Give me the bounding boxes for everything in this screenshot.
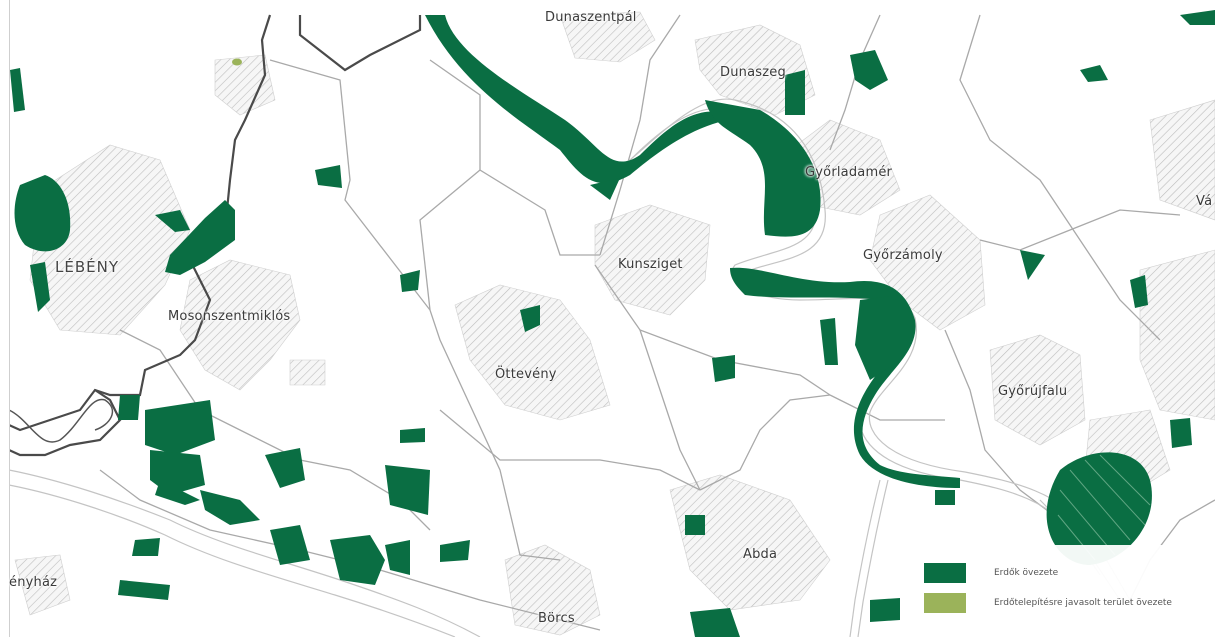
- place-label-lebeny: LÉBÉNY: [55, 258, 119, 276]
- place-label-ottevény: Öttevény: [495, 367, 557, 382]
- place-label-gyorladamer: Győrladamér: [805, 165, 893, 180]
- forest-patch: [935, 490, 955, 505]
- forest-patch: [155, 480, 200, 505]
- settlement-area-dunaszentpal: [559, 11, 656, 63]
- legend-swatch-afforestation: [924, 593, 966, 613]
- forest-patch: [132, 538, 160, 556]
- minor-river: [8, 398, 114, 443]
- forest-patch: [870, 598, 900, 622]
- forest-patch: [785, 70, 805, 115]
- place-label-mosonszentmiklos: Mosonszentmiklós: [168, 309, 291, 324]
- river-bank: [849, 479, 881, 637]
- place-label-abda: Abda: [743, 547, 778, 562]
- forest-patch: [30, 262, 50, 312]
- forest-patch: [590, 178, 620, 200]
- settlement-areas: [14, 11, 1215, 636]
- forest-patch: [685, 515, 705, 535]
- boundary-line: [419, 169, 481, 311]
- settlement-area-southwest: [14, 554, 71, 616]
- forest-patch: [118, 580, 170, 600]
- map-legend: Erdők övezete Erdőtelepítésre javasolt t…: [908, 545, 1212, 627]
- place-label-gyorujfalu: Győrújfalu: [998, 384, 1068, 399]
- forest-patch: [690, 608, 740, 637]
- forest-patch: [440, 540, 470, 562]
- forest-patch: [145, 400, 215, 455]
- settlement-area-northeast: [1149, 99, 1215, 221]
- forest-patch: [315, 165, 342, 188]
- place-label-dunaszentpal: Dunaszentpál: [545, 10, 637, 25]
- forest-hatch-line: [1057, 454, 1151, 561]
- boundary-line: [979, 209, 1181, 251]
- river-bank: [8, 484, 456, 637]
- settlement-area-east: [1139, 249, 1215, 421]
- forest-patch: [385, 540, 410, 575]
- place-label-borcs: Börcs: [538, 611, 575, 626]
- forest-patch: [1180, 10, 1215, 25]
- boundary-line: [944, 329, 1061, 521]
- forest-patch: [385, 465, 430, 515]
- forest-patch: [820, 318, 838, 365]
- forest-patch: [330, 535, 385, 585]
- county-border-line: [298, 15, 422, 72]
- forest-patch: [705, 100, 821, 237]
- settlement-area-small-1: [289, 359, 326, 386]
- minor-rivers: [8, 398, 114, 443]
- settlement-area-mosonszentmiklos: [179, 259, 301, 391]
- forest-patch: [265, 448, 305, 488]
- forest-patch: [1130, 275, 1148, 308]
- boundary-line: [829, 394, 945, 421]
- settlement-area-ottevény: [454, 284, 611, 421]
- forest-patch: [1080, 65, 1108, 82]
- river-bank: [857, 479, 889, 637]
- forest-patch: [1170, 418, 1192, 448]
- county-border-line: [8, 389, 122, 457]
- county-border-line: [8, 14, 272, 432]
- boundary-line: [599, 14, 681, 256]
- afforestation-patch: [232, 58, 242, 66]
- forest-patch: [400, 270, 420, 292]
- forest-patch: [520, 305, 540, 332]
- legend-item-forest: Erdők övezete: [924, 563, 1058, 583]
- map-left-margin: [0, 0, 10, 637]
- boundary-line: [439, 409, 701, 491]
- legend-item-afforestation: Erdőtelepítésre javasolt terület övezete: [924, 593, 1172, 613]
- settlement-area-abda: [669, 474, 831, 611]
- forest-zones: [10, 10, 1215, 637]
- legend-label-afforestation: Erdőtelepítésre javasolt terület övezete: [994, 598, 1172, 608]
- boundary-line: [429, 59, 600, 256]
- place-label-gyorzamoly: Győrzámoly: [863, 248, 943, 263]
- forest-patch: [855, 295, 900, 380]
- forest-patch: [14, 175, 71, 252]
- settlement-area-north-misc: [214, 54, 276, 116]
- forest-patch: [712, 355, 735, 382]
- place-label-dunaszeg: Dunaszeg: [720, 65, 786, 80]
- boundary-line: [829, 14, 881, 151]
- legend-label-forest: Erdők övezete: [994, 568, 1059, 578]
- forest-patch: [850, 50, 888, 90]
- river-bank: [8, 469, 481, 637]
- boundary-line: [699, 394, 831, 491]
- forest-patch: [155, 210, 190, 232]
- place-label-venyhaz: ényház: [9, 575, 58, 590]
- boundary-line: [639, 329, 701, 491]
- forest-patch: [200, 490, 260, 525]
- county-border: [8, 14, 422, 457]
- forest-patch: [10, 68, 25, 112]
- place-label-kunsziget: Kunsziget: [618, 257, 683, 272]
- settlement-area-gyorujfalu: [989, 334, 1086, 446]
- forest-hatch-overlay: [1057, 454, 1151, 561]
- forest-patch: [270, 525, 310, 565]
- forest-patch: [730, 267, 960, 488]
- legend-swatch-forest: [924, 563, 966, 583]
- afforestation-zones: [232, 58, 242, 66]
- forest-patch: [1020, 250, 1045, 280]
- boundary-line: [959, 14, 1161, 341]
- place-label-va: Vá: [1196, 194, 1213, 209]
- forest-patch: [165, 200, 235, 275]
- forest-patch: [118, 395, 140, 420]
- forest-patch: [425, 15, 745, 184]
- forest-patch: [400, 428, 425, 443]
